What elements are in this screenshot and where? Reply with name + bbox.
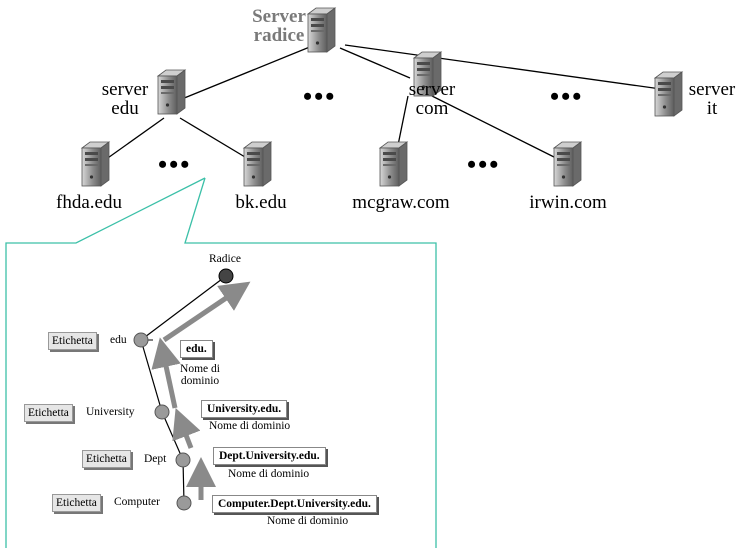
zoom-outline-left xyxy=(5,177,206,548)
leaf-label-irwin: irwin.com xyxy=(529,192,607,213)
detail-root-label: Radice xyxy=(209,253,241,265)
server-icon xyxy=(157,69,186,115)
tree-edges xyxy=(104,41,669,161)
server-icon xyxy=(243,141,272,187)
label-tag: Etichetta xyxy=(24,404,73,422)
server-icon xyxy=(553,141,582,187)
domain-name-box: University.edu. xyxy=(201,400,288,418)
leaf-label-mcgraw: mcgraw.com xyxy=(352,192,450,213)
label-tag: Etichetta xyxy=(52,494,101,512)
label-tag: Etichetta xyxy=(82,450,131,468)
server-icon xyxy=(307,7,336,53)
server-icon xyxy=(654,71,683,117)
tld-server-label-it: server it xyxy=(688,79,736,119)
domain-caption: Nome di dominio xyxy=(180,363,220,387)
node-label-edu: edu xyxy=(110,334,127,346)
ellipsis: ••• xyxy=(550,82,584,111)
tld-server-label-com: server com xyxy=(408,79,456,119)
root-server-label: Server radice xyxy=(252,6,306,46)
ellipsis: ••• xyxy=(158,150,192,179)
domain-name-box: edu. xyxy=(180,340,213,358)
zoom-outline-right xyxy=(184,177,437,548)
tld-server-label-edu: server edu xyxy=(101,79,149,119)
domain-name-box: Computer.Dept.University.edu. xyxy=(212,495,377,513)
node-label-dept: Dept xyxy=(144,453,167,465)
server-icon xyxy=(81,141,110,187)
ellipsis: ••• xyxy=(303,82,337,111)
node-label-university: University xyxy=(86,406,135,418)
leaf-label-bk: bk.edu xyxy=(235,192,287,213)
domain-caption: Nome di dominio xyxy=(267,515,349,527)
domain-caption: Nome di dominio xyxy=(209,420,291,432)
node-label-computer: Computer xyxy=(114,496,160,508)
server-icon xyxy=(379,141,408,187)
ellipsis: ••• xyxy=(467,150,501,179)
detail-tree xyxy=(133,268,251,511)
label-tag: Etichetta xyxy=(48,332,97,350)
leaf-label-fhda: fhda.edu xyxy=(56,192,122,213)
domain-name-box: Dept.University.edu. xyxy=(213,447,326,465)
domain-caption: Nome di dominio xyxy=(228,468,310,480)
